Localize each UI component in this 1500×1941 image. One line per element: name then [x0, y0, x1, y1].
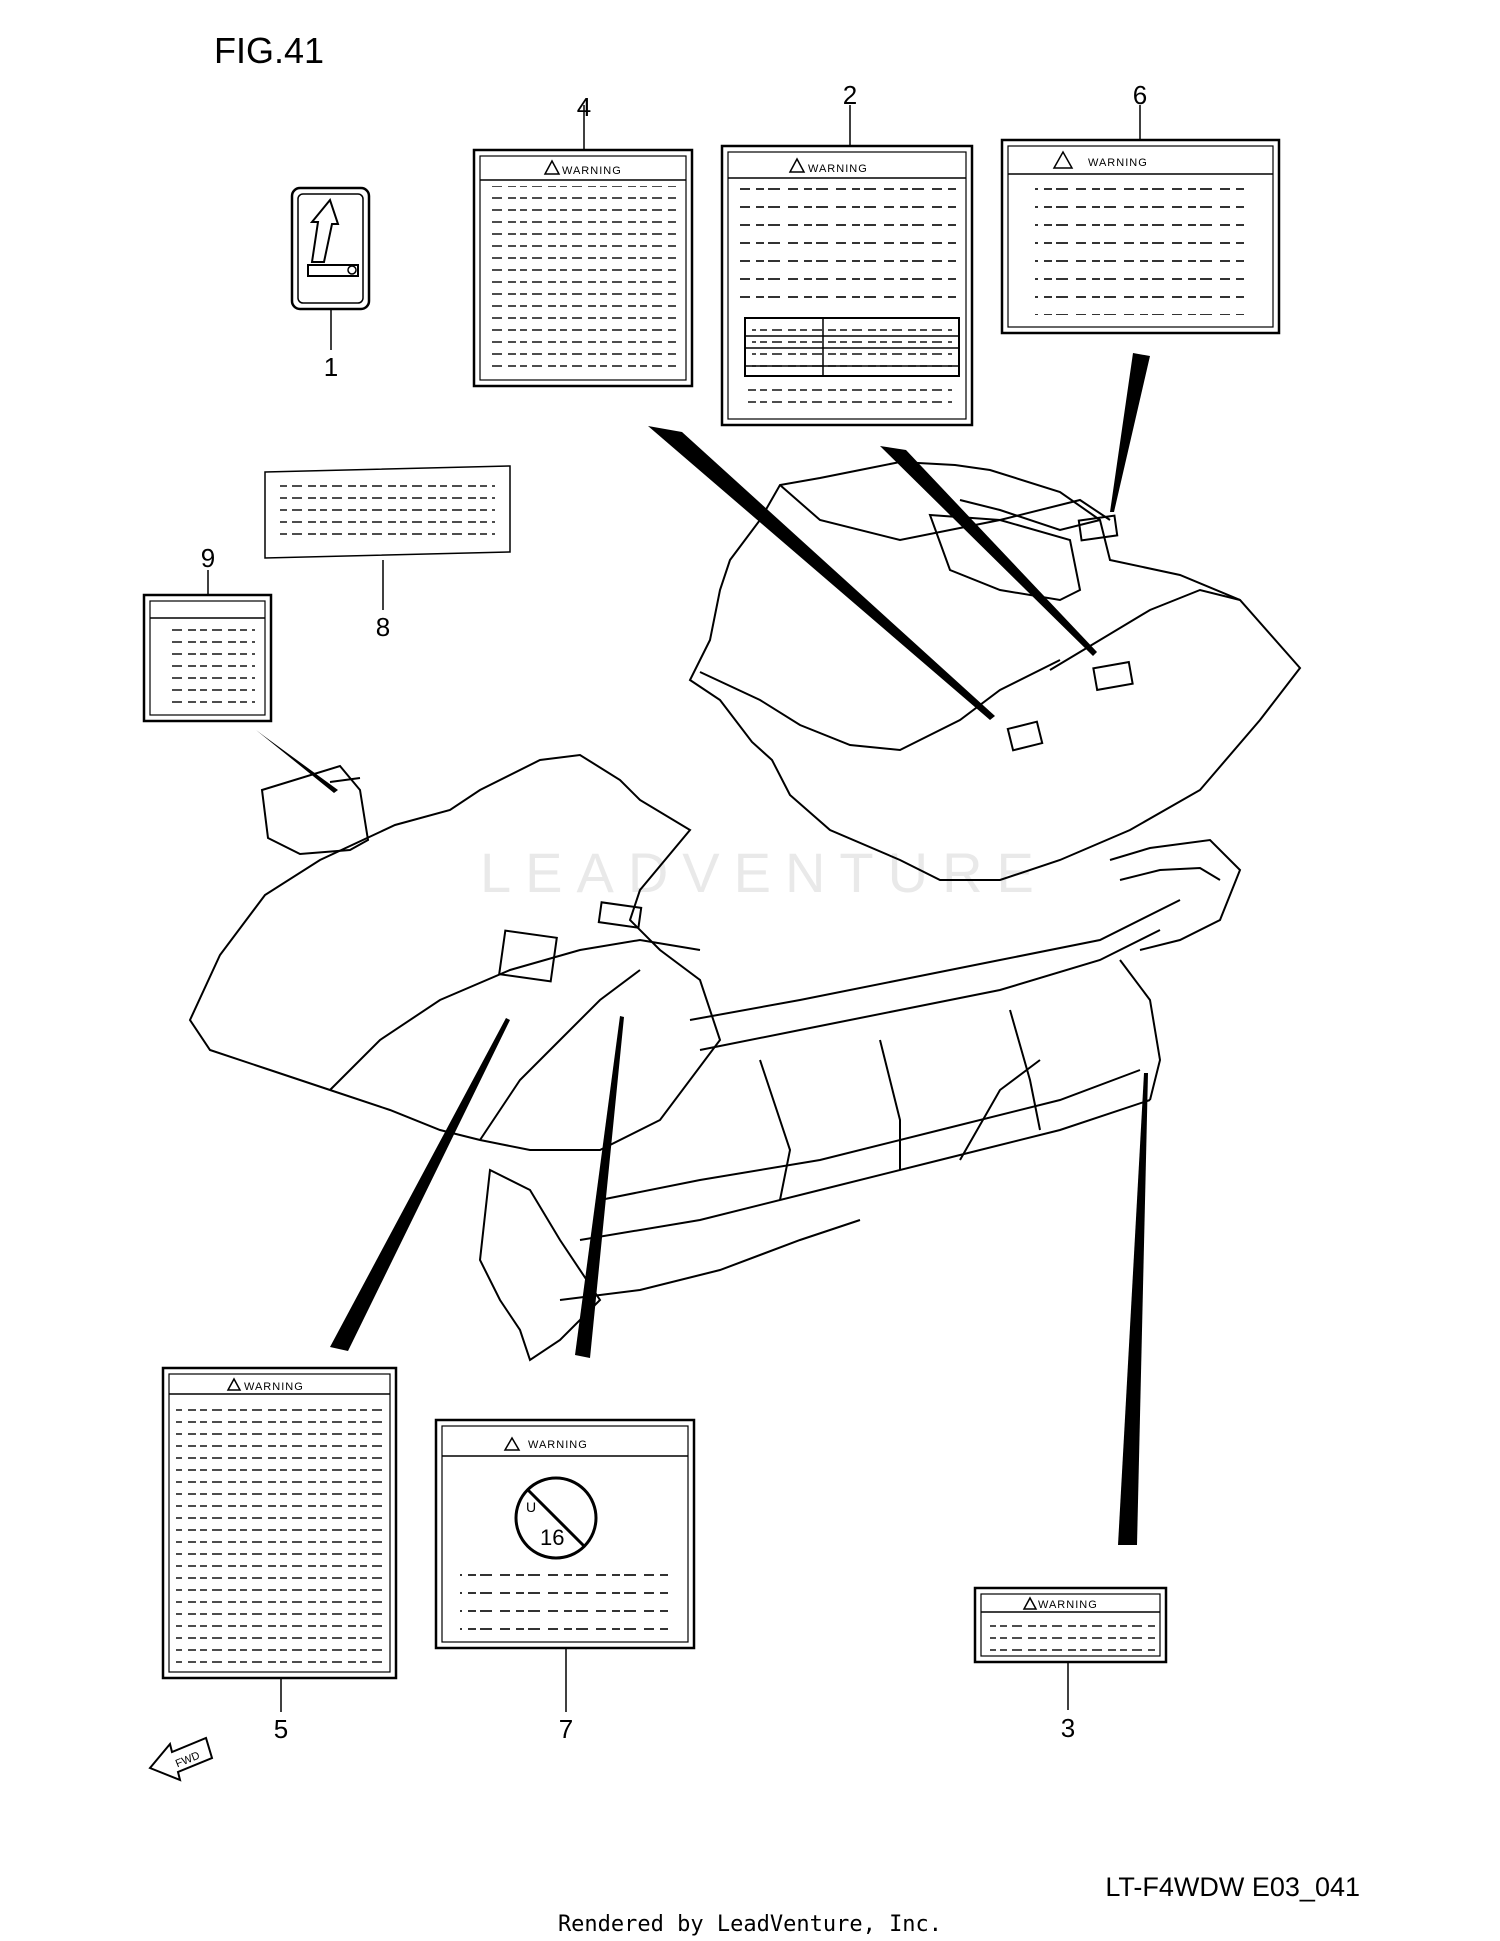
svg-text:WARNING: WARNING: [1088, 157, 1148, 169]
callout-9: 9: [200, 543, 216, 573]
warning-triangle-icon: [543, 159, 561, 175]
callout-6: 6: [1132, 80, 1148, 110]
callout-2: 2: [842, 80, 858, 110]
callout-3: 3: [1060, 1713, 1076, 1743]
front-fender: [188, 753, 722, 1151]
svg-text:WARNING: WARNING: [1038, 1599, 1098, 1611]
warning-triangle-icon: [1022, 1596, 1038, 1610]
warning-triangle-icon: [788, 157, 806, 173]
fwd-arrow-icon: FWD: [148, 1736, 214, 1782]
warning-triangle-icon: [226, 1377, 242, 1391]
shift-arrow-icon: [309, 197, 340, 263]
label-8-decal: [264, 465, 511, 610]
label-9-warning: [142, 570, 273, 723]
svg-text:16: 16: [540, 1525, 564, 1550]
label-3-warning: WARNING: [973, 1586, 1168, 1710]
credit-line: Rendered by LeadVenture, Inc.: [557, 1912, 943, 1937]
svg-text:WARNING: WARNING: [808, 163, 868, 175]
callout-7: 7: [558, 1714, 574, 1744]
svg-text:WARNING: WARNING: [244, 1381, 304, 1393]
label-2-warning: WARNING: [720, 105, 974, 427]
model-code: LT-F4WDW E03_041: [1105, 1872, 1360, 1902]
warning-triangle-icon: [503, 1436, 521, 1451]
figure-title: FIG.41: [214, 30, 325, 71]
label-1-shift-decal: [290, 186, 371, 350]
svg-text:WARNING: WARNING: [562, 165, 622, 177]
callout-1: 1: [323, 352, 339, 382]
warning-triangle-icon: [1052, 150, 1074, 169]
callout-5: 5: [273, 1714, 289, 1744]
svg-text:U: U: [526, 1499, 536, 1515]
label-7-warning: WARNING 16 U: [434, 1418, 696, 1712]
callout-4: 4: [576, 92, 592, 122]
label-6-warning: WARNING: [1000, 105, 1281, 335]
label-4-warning: WARNING: [472, 105, 694, 388]
label-5-warning: WARNING: [161, 1366, 398, 1712]
watermark: LEADVENTURE: [480, 841, 1048, 904]
callout-8: 8: [375, 612, 391, 642]
leader-wedges: [256, 353, 1150, 1545]
svg-text:WARNING: WARNING: [528, 1439, 588, 1451]
no-under-16-icon: 16 U: [514, 1476, 598, 1560]
rear-fender: [688, 460, 1302, 881]
frame: [478, 838, 1242, 1362]
